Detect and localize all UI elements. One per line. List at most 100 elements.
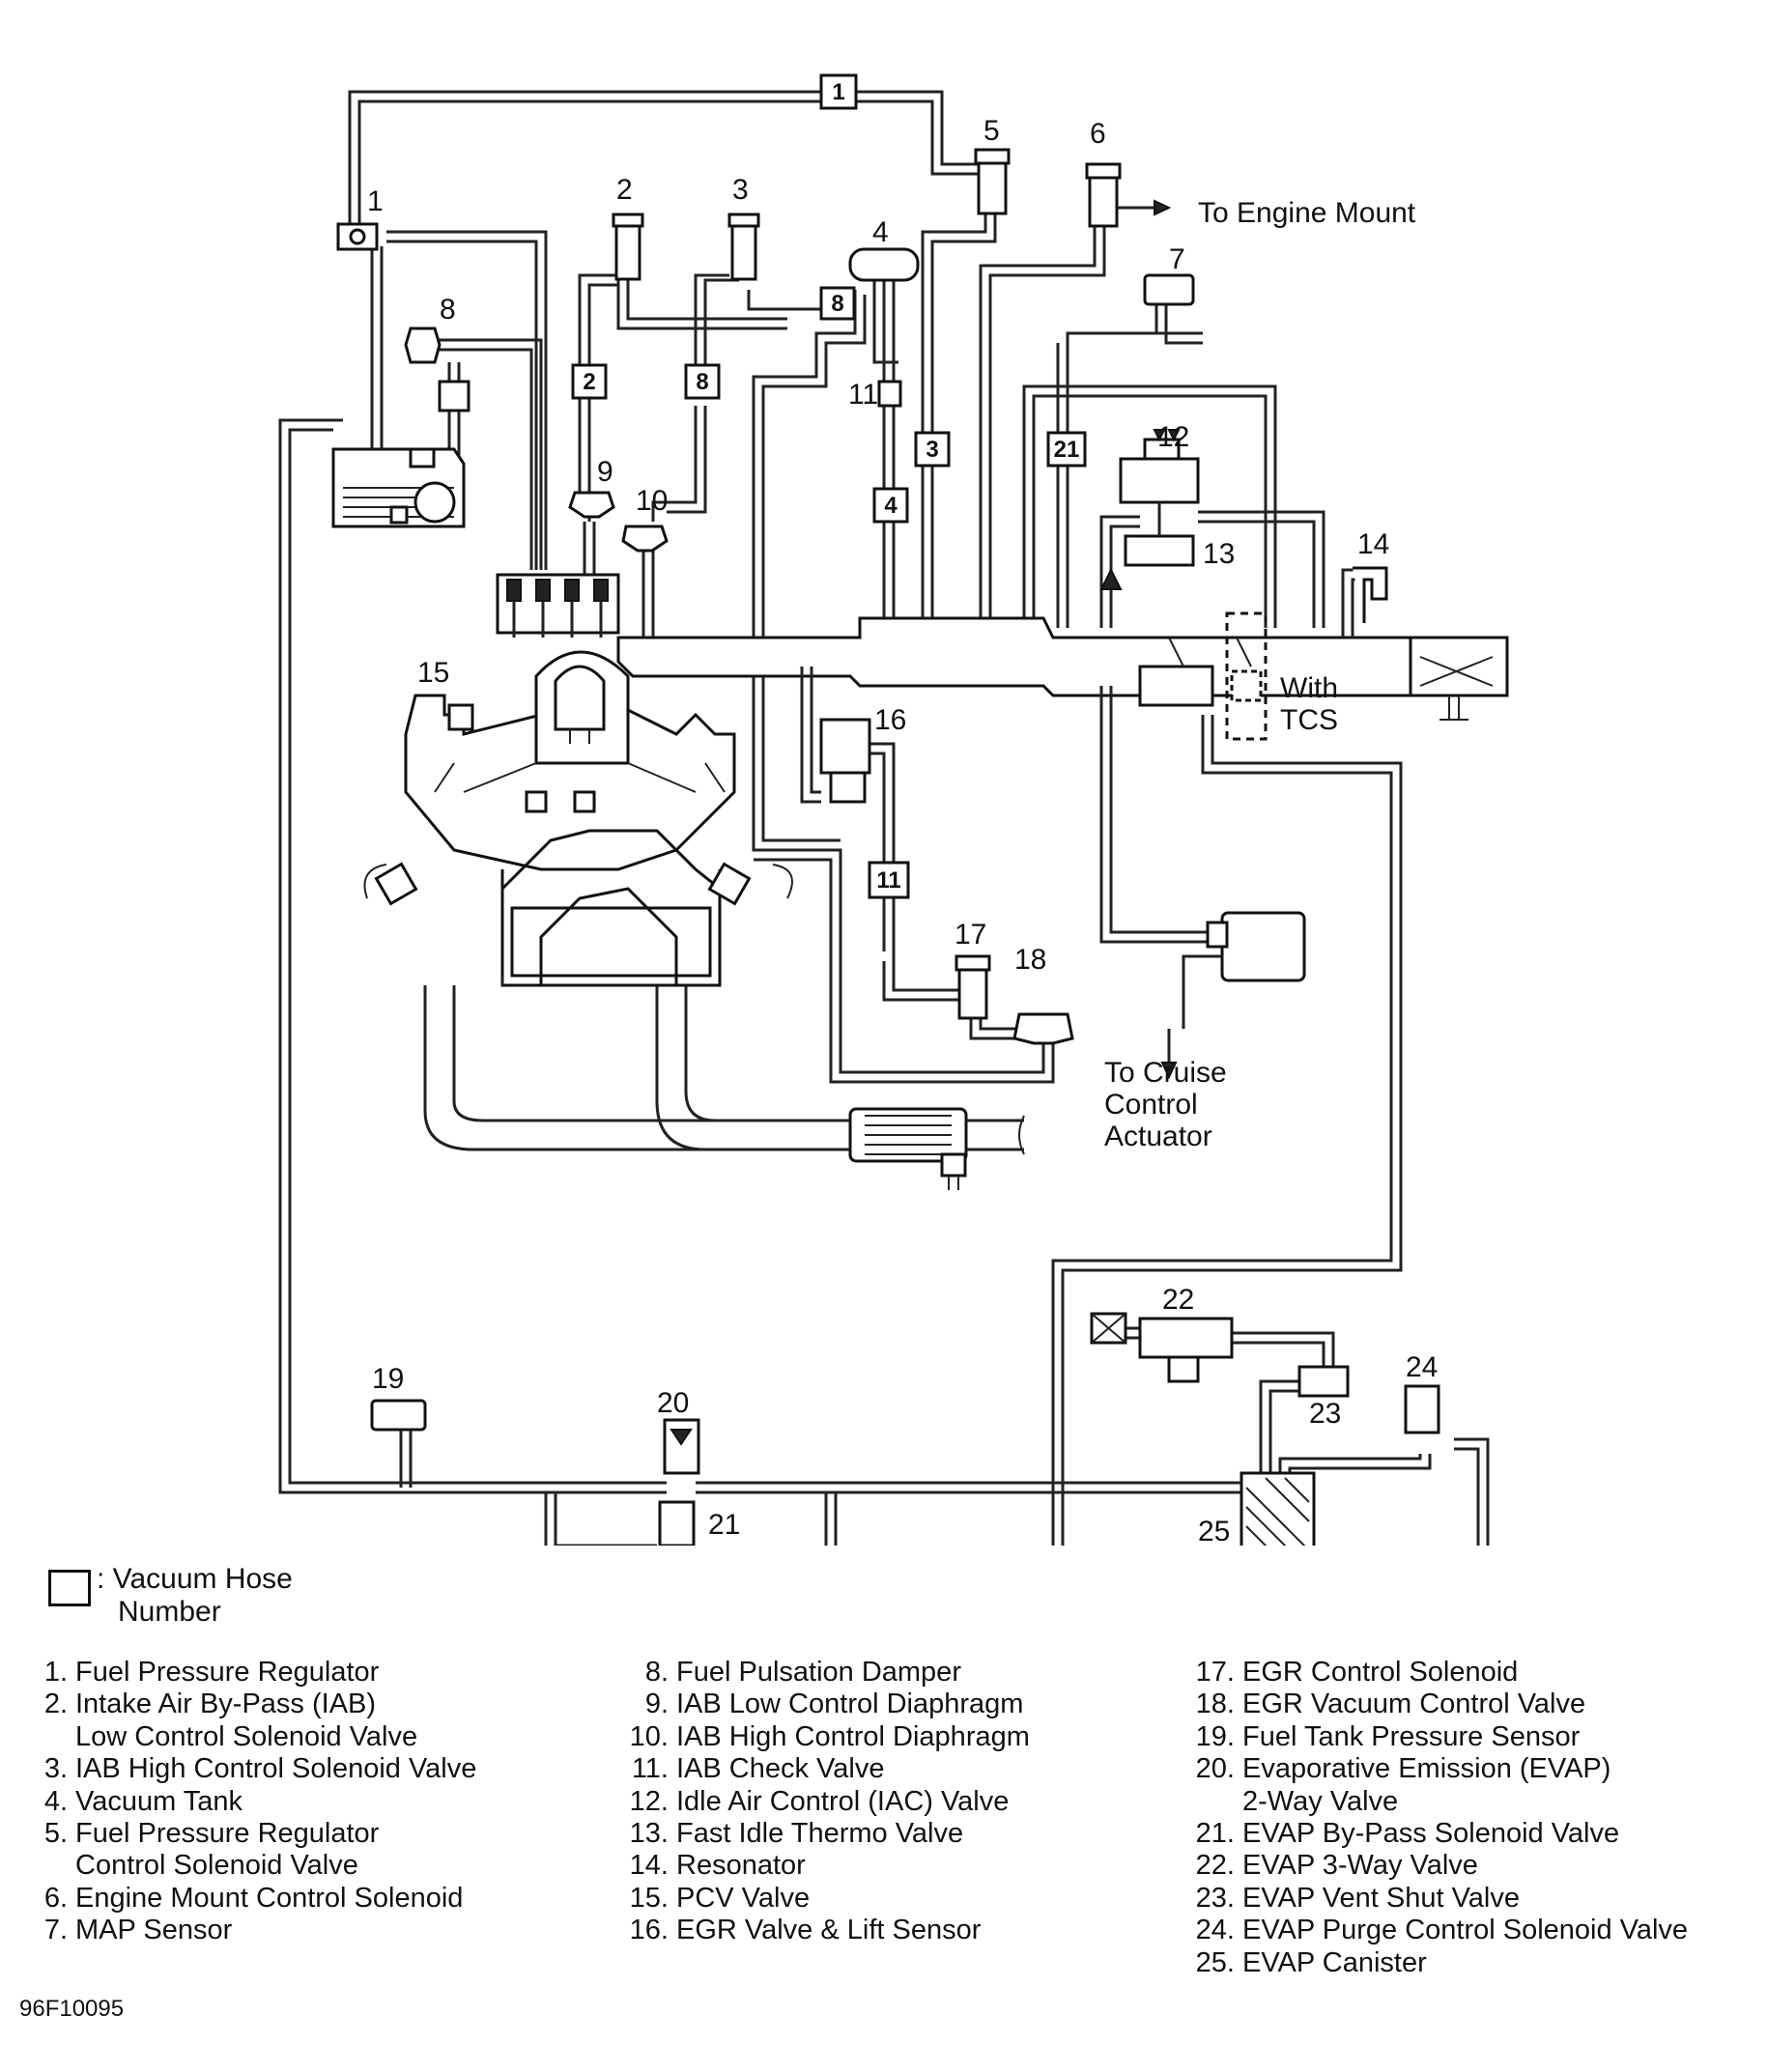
component-name: Engine Mount Control Solenoid bbox=[75, 1882, 464, 1914]
hose-number-box: 4 bbox=[872, 487, 909, 524]
component-list-item: 21.EVAP By-Pass Solenoid Valve bbox=[1184, 1818, 1688, 1850]
component-name: Idle Air Control (IAC) Valve bbox=[676, 1785, 1010, 1817]
component-number: 4. bbox=[43, 1785, 68, 1817]
component-name: Fast Idle Thermo Valve bbox=[676, 1818, 964, 1850]
component-name: Resonator bbox=[676, 1850, 806, 1882]
component-list-item: 13.Fast Idle Thermo Valve bbox=[618, 1818, 1030, 1850]
component-number: 22. bbox=[1195, 1850, 1235, 1882]
component-number: 7. bbox=[43, 1915, 68, 1946]
component-number: 1. bbox=[43, 1657, 68, 1688]
svg-text:11: 11 bbox=[876, 867, 900, 894]
component-name: Fuel Pulsation Damper bbox=[676, 1657, 961, 1688]
component-list-item: 3.IAB High Control Solenoid Valve bbox=[27, 1753, 477, 1785]
component-number: 13. bbox=[629, 1818, 669, 1850]
callout: 8 bbox=[440, 294, 456, 326]
vacuum-hose-number-symbol bbox=[48, 1570, 91, 1606]
component-name: Control Solenoid Valve bbox=[75, 1850, 358, 1882]
component-number: 14. bbox=[629, 1850, 669, 1882]
svg-text:21: 21 bbox=[1054, 437, 1080, 463]
component-name: EVAP 3-Way Valve bbox=[1242, 1850, 1478, 1882]
component-name: PCV Valve bbox=[676, 1882, 811, 1914]
component-number: 9. bbox=[644, 1689, 669, 1720]
component-list-item: 12.Idle Air Control (IAC) Valve bbox=[618, 1786, 1030, 1818]
cruise-control-label: To Cruise bbox=[1104, 1057, 1227, 1089]
component-name: IAB High Control Diaphragm bbox=[676, 1720, 1030, 1752]
callout: 14 bbox=[1357, 528, 1389, 560]
svg-text:1: 1 bbox=[832, 79, 844, 105]
component-list-item: 17.EGR Control Solenoid bbox=[1184, 1657, 1688, 1689]
component-name: IAB Low Control Diaphragm bbox=[676, 1689, 1024, 1720]
component-list-item: Low Control Solenoid Valve bbox=[27, 1721, 476, 1753]
component-number: 15. bbox=[629, 1882, 669, 1914]
component-name: Fuel Pressure Regulator bbox=[75, 1818, 380, 1850]
callout: 15 bbox=[417, 657, 449, 689]
svg-text:3: 3 bbox=[926, 437, 938, 463]
hose-number-box: 8 bbox=[819, 286, 856, 321]
component-name: EGR Control Solenoid bbox=[1242, 1657, 1519, 1688]
component-name: EVAP By-Pass Solenoid Valve bbox=[1242, 1818, 1620, 1850]
component-number bbox=[27, 1850, 75, 1882]
component-number: 25. bbox=[1195, 1946, 1235, 1978]
component-number: 6. bbox=[43, 1882, 68, 1914]
component-number: 10. bbox=[629, 1720, 669, 1752]
component-list-item: 6.Engine Mount Control Solenoid bbox=[27, 1883, 476, 1915]
component-name: EVAP Purge Control Solenoid Valve bbox=[1242, 1915, 1689, 1946]
component-list-item: Control Solenoid Valve bbox=[27, 1850, 476, 1882]
component-name: Intake Air By-Pass (IAB) bbox=[75, 1689, 377, 1720]
component-name: IAB Check Valve bbox=[676, 1753, 885, 1785]
components bbox=[331, 148, 1440, 1546]
callout: 12 bbox=[1157, 421, 1189, 453]
component-list-item: 24.EVAP Purge Control Solenoid Valve bbox=[1184, 1915, 1688, 1946]
hose-number-box: 3 bbox=[914, 431, 951, 468]
engine bbox=[363, 573, 968, 1190]
component-name: Evaporative Emission (EVAP) bbox=[1242, 1753, 1611, 1785]
component-number: 5. bbox=[43, 1818, 68, 1850]
callout-numbers: 1 2 3 4 5 6 7 8 9 10 11 12 13 14 15 16 1… bbox=[367, 115, 1438, 1546]
component-list-item: 20.Evaporative Emission (EVAP) bbox=[1184, 1753, 1688, 1785]
component-list-item: 4.Vacuum Tank bbox=[27, 1786, 476, 1818]
callout: 22 bbox=[1162, 1284, 1194, 1316]
component-number: 18. bbox=[1195, 1689, 1235, 1720]
component-name: 2-Way Valve bbox=[1242, 1785, 1399, 1817]
vacuum-hose-diagram: 1 2 8 3 21 4 11 8 1 2 3 4 5 6 7 8 9 10 1… bbox=[278, 73, 1509, 1546]
component-list-item: 11.IAB Check Valve bbox=[618, 1753, 1030, 1785]
callout: 18 bbox=[1014, 944, 1046, 976]
callout: 23 bbox=[1309, 1398, 1341, 1430]
cruise-control-label: Actuator bbox=[1104, 1121, 1212, 1152]
callout: 3 bbox=[732, 174, 749, 206]
component-list-item: 19.Fuel Tank Pressure Sensor bbox=[1184, 1721, 1688, 1753]
callout: 20 bbox=[657, 1387, 689, 1419]
callout: 24 bbox=[1406, 1351, 1438, 1383]
callout: 11 bbox=[848, 379, 878, 411]
component-list-item: 9.IAB Low Control Diaphragm bbox=[618, 1689, 1030, 1720]
vacuum-hoses bbox=[278, 90, 1509, 1546]
component-list-item: 16.EGR Valve & Lift Sensor bbox=[618, 1915, 1030, 1946]
component-list-item: 2.Intake Air By-Pass (IAB) bbox=[27, 1689, 476, 1720]
component-name: Vacuum Tank bbox=[75, 1785, 243, 1817]
component-number: 23. bbox=[1195, 1882, 1235, 1914]
callout: 6 bbox=[1090, 118, 1106, 150]
component-list-item: 14.Resonator bbox=[618, 1850, 1030, 1882]
callout: 2 bbox=[616, 174, 633, 206]
cruise-control-label: Control bbox=[1104, 1089, 1198, 1121]
component-name: Low Control Solenoid Valve bbox=[75, 1720, 418, 1752]
component-number: 16. bbox=[629, 1915, 669, 1946]
component-number: 24. bbox=[1195, 1915, 1235, 1946]
component-name: Fuel Pressure Regulator bbox=[75, 1657, 380, 1688]
hose-number-box: 1 bbox=[819, 73, 858, 110]
callout: 9 bbox=[597, 456, 613, 488]
callout: 5 bbox=[983, 115, 1000, 147]
component-list-item: 8.Fuel Pulsation Damper bbox=[618, 1657, 1030, 1689]
callout: 1 bbox=[367, 185, 384, 217]
hose-number-box: 8 bbox=[684, 363, 721, 400]
engine-mount-label: To Engine Mount bbox=[1198, 197, 1416, 229]
callout: 13 bbox=[1203, 538, 1235, 570]
component-name: EVAP Canister bbox=[1242, 1946, 1427, 1978]
component-number: 21. bbox=[1195, 1818, 1235, 1850]
component-name: MAP Sensor bbox=[75, 1915, 233, 1946]
with-tcs-label: TCS bbox=[1280, 704, 1338, 736]
component-list-item: 7.MAP Sensor bbox=[27, 1915, 476, 1946]
